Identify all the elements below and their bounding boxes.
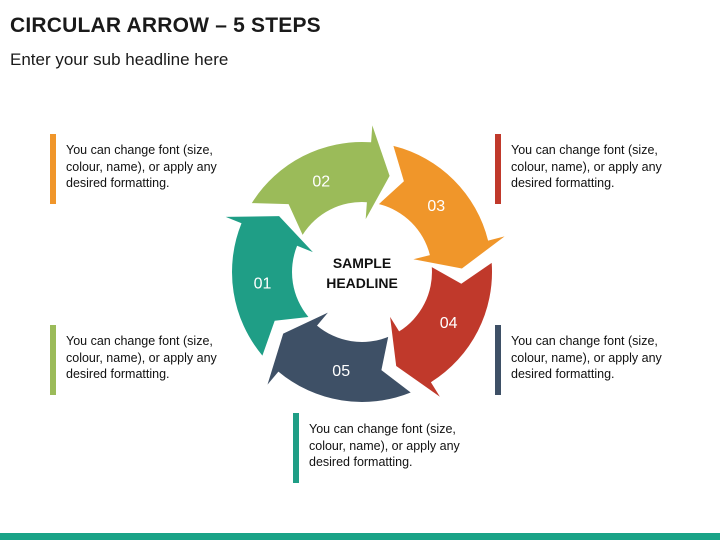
center-headline-line1: SAMPLE bbox=[333, 255, 391, 271]
callout-color-bar bbox=[50, 134, 56, 204]
callout-color-bar bbox=[495, 325, 501, 395]
arrow-segment-04 bbox=[390, 262, 493, 397]
callout-text: You can change font (size, colour, name)… bbox=[66, 143, 217, 190]
arrow-segment-01 bbox=[225, 216, 313, 356]
step-number-05: 05 bbox=[332, 363, 350, 380]
step-number-03: 03 bbox=[427, 198, 445, 215]
callout-color-bar bbox=[495, 134, 501, 204]
step-number-04: 04 bbox=[440, 315, 458, 332]
step-number-02: 02 bbox=[312, 174, 330, 191]
callout-text: You can change font (size, colour, name)… bbox=[511, 334, 662, 381]
arrow-segment-03 bbox=[378, 145, 505, 269]
footer-accent-bar bbox=[0, 533, 720, 540]
callout-color-bar bbox=[293, 413, 299, 483]
page-title: CIRCULAR ARROW – 5 STEPS bbox=[10, 14, 321, 37]
callout-color-bar bbox=[50, 325, 56, 395]
page-subtitle: Enter your sub headline here bbox=[10, 50, 229, 69]
callout-text: You can change font (size, colour, name)… bbox=[66, 334, 217, 381]
step-number-01: 01 bbox=[254, 276, 272, 293]
arrow-segment-05 bbox=[267, 312, 411, 402]
callout-text: You can change font (size, colour, name)… bbox=[511, 143, 662, 190]
arrow-segments: 01 02 03 04 05 bbox=[225, 125, 505, 402]
center-headline-line2: HEADLINE bbox=[326, 275, 398, 291]
callout-text: You can change font (size, colour, name)… bbox=[309, 422, 460, 469]
arrow-segment-02 bbox=[251, 125, 390, 235]
